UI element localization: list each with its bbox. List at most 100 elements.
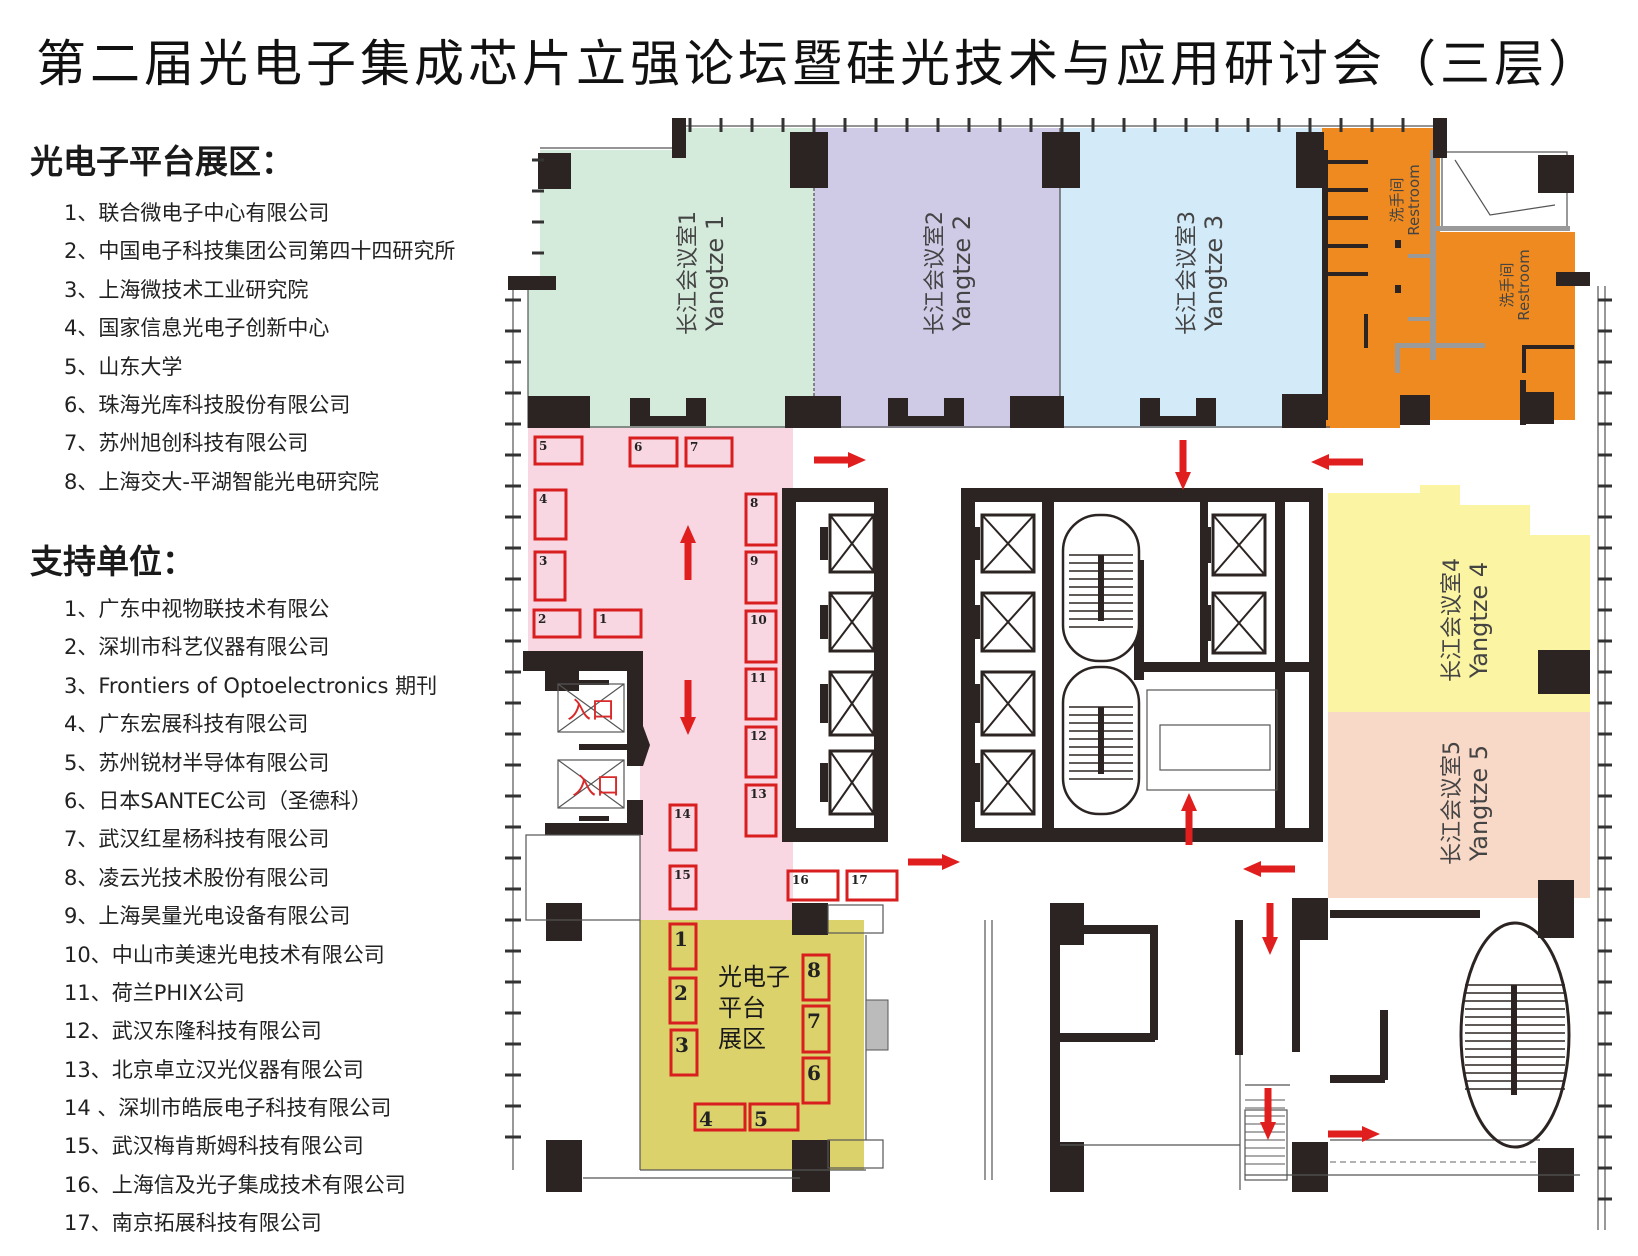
exhibitor-item: 7、苏州旭创科技有限公司 xyxy=(64,431,309,456)
booth-outline xyxy=(744,783,778,838)
platform-area-walls xyxy=(583,904,889,1179)
facade xyxy=(505,118,1612,1230)
restroom-label-2: 洗手间 Restroom xyxy=(1498,249,1533,320)
room-label-yangtze-3: 长江会议室3 Yangtze 3 xyxy=(1175,211,1228,335)
support-booth[interactable]: 14 xyxy=(668,803,698,852)
room-yangtze-2[interactable] xyxy=(814,128,1060,428)
support-booth[interactable]: 15 xyxy=(668,864,698,911)
support-booth[interactable]: 12 xyxy=(744,725,778,779)
direction-arrow-icon xyxy=(680,525,696,580)
stair-group xyxy=(1061,513,1141,816)
booth-outline xyxy=(748,1102,800,1132)
lower-right-walls xyxy=(984,910,1580,1190)
booth-outline xyxy=(668,922,698,971)
platform-label-line: 平台 xyxy=(718,994,766,1022)
support-booth[interactable]: 3 xyxy=(533,550,567,602)
platform-booth[interactable]: 1 xyxy=(668,922,698,971)
support-booth[interactable]: 6 xyxy=(628,436,679,468)
booth-number: 1 xyxy=(674,927,688,951)
platform-booth[interactable]: 8 xyxy=(801,953,831,1002)
platform-booth[interactable]: 7 xyxy=(801,1004,831,1054)
booth-outline xyxy=(786,869,840,902)
entrance-label: 入口 xyxy=(572,772,620,800)
direction-arrows xyxy=(680,440,1380,1142)
staircase-icon xyxy=(1061,513,1141,663)
restroom-name-cn: 洗手间 xyxy=(1388,177,1406,222)
elevator-icon xyxy=(972,670,1036,737)
booth-outline xyxy=(801,1056,831,1105)
platform-booth[interactable]: 5 xyxy=(748,1102,800,1132)
booth-number: 17 xyxy=(851,873,868,887)
booth-outline xyxy=(533,435,584,466)
elevator-icon xyxy=(820,591,876,653)
booth-number: 3 xyxy=(539,554,547,568)
supporter-item: 5、苏州锐材半导体有限公司 xyxy=(64,750,330,775)
booth-number: 7 xyxy=(690,440,698,454)
restroom-label-1: 洗手间 Restroom xyxy=(1388,164,1423,235)
support-booth[interactable]: 5 xyxy=(533,435,584,466)
restroom-grey-walls xyxy=(1395,150,1570,373)
room-label-yangtze-1: 长江会议室1 Yangtze 1 xyxy=(676,211,729,335)
elevator-icon xyxy=(820,670,876,737)
elevator-icon xyxy=(1203,513,1267,577)
support-booth[interactable]: 8 xyxy=(744,492,778,547)
supporter-item: 17、南京拓展科技有限公司 xyxy=(64,1211,322,1236)
support-booth[interactable]: 1 xyxy=(593,608,643,639)
supporter-item: 9、上海昊量光电设备有限公司 xyxy=(64,904,351,929)
platform-booth[interactable]: 6 xyxy=(801,1056,831,1105)
exhibitor-item: 6、珠海光库科技股份有限公司 xyxy=(64,392,351,417)
room-name-en: Yangtze 5 xyxy=(1465,745,1493,862)
entrance-2[interactable]: 入口 xyxy=(557,759,625,809)
room-name-cn: 长江会议室5 xyxy=(1440,741,1465,865)
elevator-group xyxy=(820,513,1267,816)
direction-arrow-icon xyxy=(680,680,696,735)
supporter-item: 11、荷兰PHIX公司 xyxy=(64,980,245,1005)
platform-area-label: 光电子 平台 展区 xyxy=(718,963,790,1053)
room-yangtze-1[interactable] xyxy=(528,128,814,428)
staircase-icon xyxy=(1061,665,1141,816)
direction-arrow-icon xyxy=(1181,793,1197,845)
entrance-1[interactable]: 入口 xyxy=(557,683,625,733)
support-booth[interactable]: 10 xyxy=(744,609,778,664)
exhibit-section-heading: 光电子平台展区： xyxy=(30,142,294,181)
booth-number: 9 xyxy=(750,554,758,568)
supporter-item: 7、武汉红星杨科技有限公司 xyxy=(64,827,330,852)
support-booth[interactable]: 4 xyxy=(533,488,568,541)
booth-number: 4 xyxy=(539,492,547,506)
supporter-item: 12、武汉东隆科技有限公司 xyxy=(64,1019,322,1044)
support-booth[interactable]: 7 xyxy=(684,436,734,468)
room-yangtze-5[interactable] xyxy=(1328,712,1590,898)
support-booth[interactable]: 9 xyxy=(744,550,778,605)
direction-arrow-icon xyxy=(1311,454,1363,470)
exhibitor-item: 8、上海交大-平湖智能光电研究院 xyxy=(64,469,379,494)
room-yangtze-4[interactable] xyxy=(1328,485,1590,712)
room-name-en: Yangtze 2 xyxy=(948,215,976,332)
platform-booth[interactable]: 2 xyxy=(668,976,698,1025)
support-booth[interactable]: 2 xyxy=(532,608,582,639)
room-name-en: Yangtze 3 xyxy=(1200,215,1228,332)
restroom-area[interactable] xyxy=(1322,128,1575,428)
support-booth[interactable]: 13 xyxy=(744,783,778,838)
platform-booth[interactable]: 3 xyxy=(669,1028,699,1077)
support-booth[interactable]: 16 xyxy=(786,869,840,902)
platform-exhibit-area[interactable] xyxy=(640,920,864,1170)
entrance-label: 入口 xyxy=(567,696,615,724)
booth-number: 11 xyxy=(750,671,767,685)
booth-number: 3 xyxy=(675,1033,689,1057)
page-title: 第二届光电子集成芯片立强论坛暨硅光技术与应用研讨会（三层） xyxy=(36,35,1602,93)
support-exhibit-area[interactable] xyxy=(528,428,793,920)
support-booth[interactable]: 17 xyxy=(845,869,899,902)
booth-outline xyxy=(533,550,567,602)
exhibitor-item: 5、山东大学 xyxy=(64,354,183,379)
platform-booth[interactable]: 4 xyxy=(693,1102,747,1132)
entrance-vestibule xyxy=(523,651,650,921)
booth-outline xyxy=(684,436,734,468)
supporter-item: 1、广东中视物联技术有限公 xyxy=(64,597,330,621)
booth-outline xyxy=(744,492,778,547)
booth-outline xyxy=(845,869,899,902)
room-yangtze-3[interactable] xyxy=(1060,128,1322,428)
restroom-name-en: Restroom xyxy=(1515,249,1533,320)
support-booth[interactable]: 11 xyxy=(744,667,778,721)
booth-number: 16 xyxy=(792,873,809,887)
